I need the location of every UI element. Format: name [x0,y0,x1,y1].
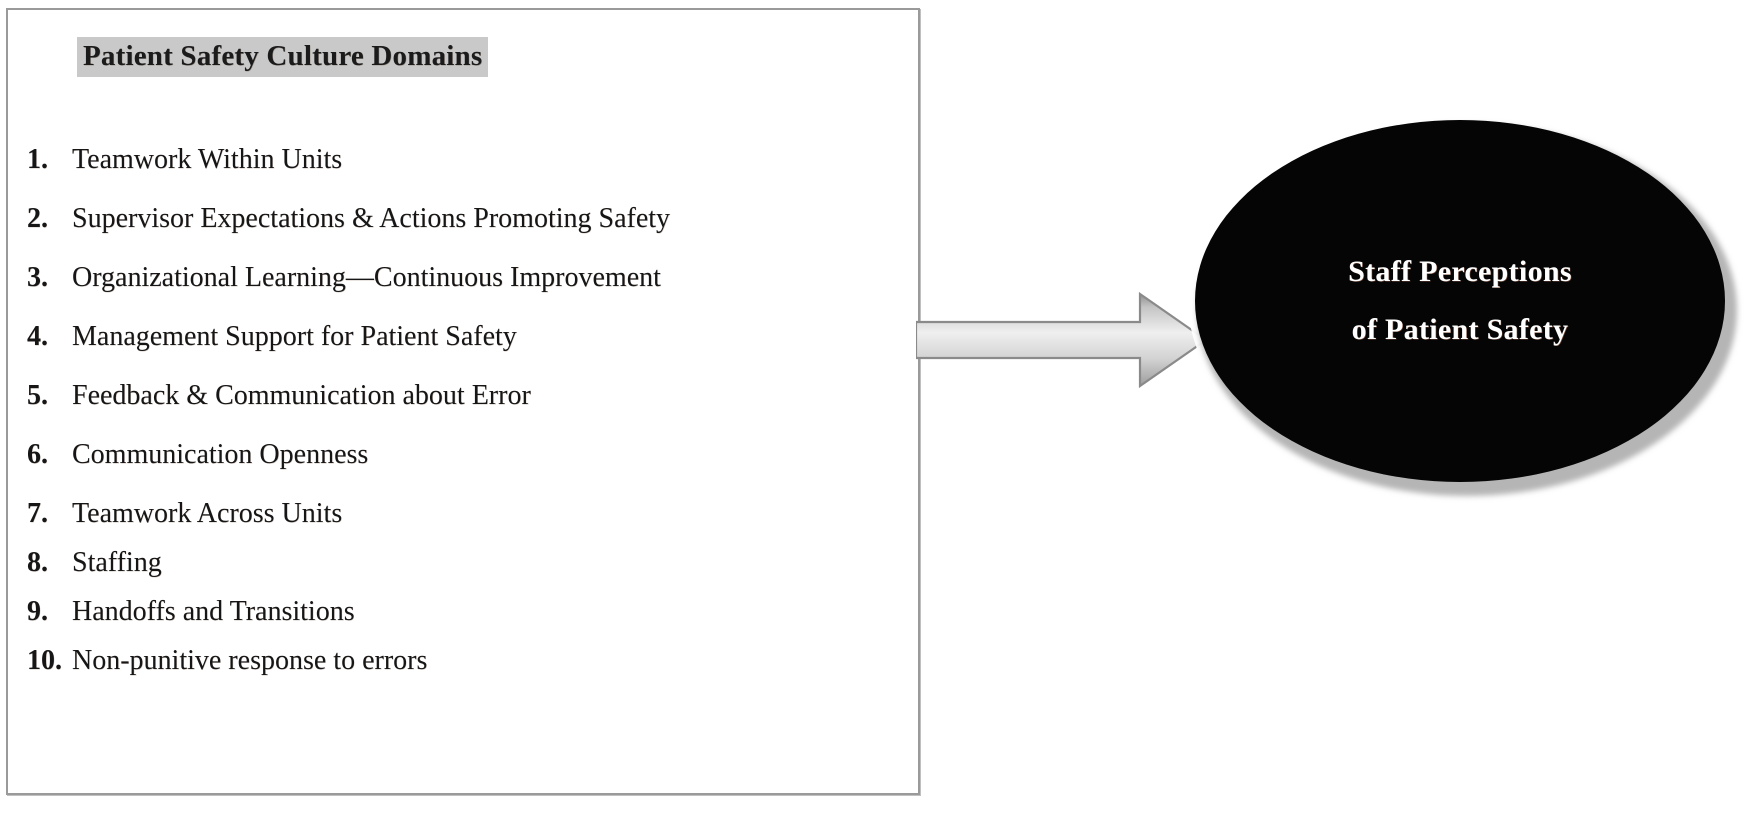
list-item: 9. Handoffs and Transitions [20,596,910,645]
list-item: 4. Management Support for Patient Safety [20,321,910,380]
list-item-number: 10. [27,645,62,676]
outcome-line-1: Staff Perceptions [1348,255,1572,288]
list-item-label: Communication Openness [72,439,369,470]
panel-title: Patient Safety Culture Domains [77,37,489,77]
list-item: 5. Feedback & Communication about Error [20,380,910,439]
list-item: 8. Staffing [20,547,910,596]
patient-safety-domains-panel: Patient Safety Culture Domains 1. Teamwo… [6,8,920,795]
list-item-number: 7. [27,498,48,529]
list-item-label: Handoffs and Transitions [72,596,355,627]
list-item: 3. Organizational Learning—Continuous Im… [20,262,910,321]
list-item-number: 5. [27,380,48,411]
list-item-number: 6. [27,439,48,470]
list-item: 7. Teamwork Across Units [20,498,910,547]
list-item-number: 9. [27,596,48,627]
list-item-label: Management Support for Patient Safety [72,321,517,352]
list-item: 2. Supervisor Expectations & Actions Pro… [20,203,910,262]
list-item-label: Staffing [72,547,162,578]
list-item-number: 8. [27,547,48,578]
outcome-ellipse: Staff Perceptions of Patient Safety [1195,120,1725,482]
list-item-label: Teamwork Across Units [72,498,343,529]
list-item-label: Feedback & Communication about Error [72,380,531,411]
list-item-number: 2. [27,203,48,234]
list-item-number: 4. [27,321,48,352]
list-item-label: Supervisor Expectations & Actions Promot… [72,203,671,234]
list-item: 1. Teamwork Within Units [20,144,910,203]
outcome-line-2: of Patient Safety [1351,313,1569,346]
list-item-label: Teamwork Within Units [72,144,343,175]
list-item-label: Organizational Learning—Continuous Impro… [72,262,661,293]
list-item: 10. Non-punitive response to errors [20,645,910,694]
list-item-number: 1. [27,144,48,175]
outcome-node: Staff Perceptions of Patient Safety [1175,108,1749,508]
flow-arrow-icon [916,291,1208,389]
domains-list: 1. Teamwork Within Units 2. Supervisor E… [20,144,910,694]
list-item: 6. Communication Openness [20,439,910,498]
list-item-number: 3. [27,262,48,293]
list-item-label: Non-punitive response to errors [72,645,428,676]
